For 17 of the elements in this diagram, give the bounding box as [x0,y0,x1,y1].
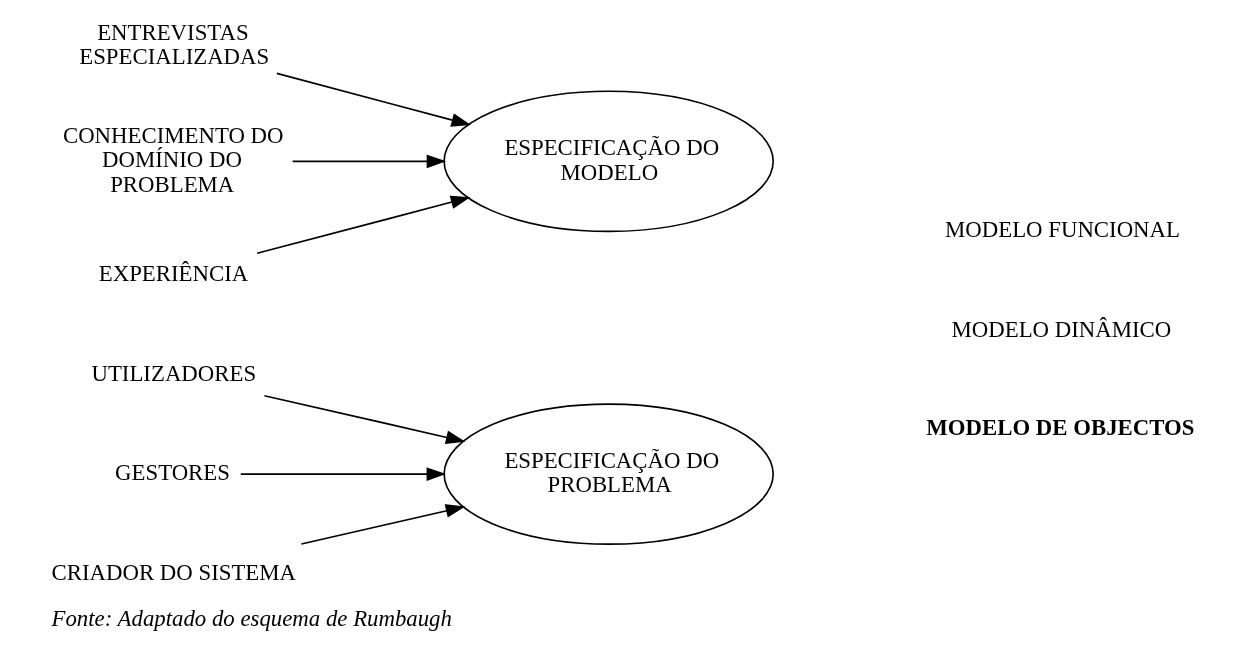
arrow [256,195,471,255]
node-text: CRIADOR DO SISTEMA [51,559,297,585]
label: MODELO DE OBJECTOS [926,414,1195,440]
caption: Fonte: Adaptado do esquema de Rumbaugh [51,605,452,631]
node-ellipse: ESPECIFICAÇÃO DO MODELO [443,90,774,233]
arrow [239,467,447,481]
node-text: CONHECIMENTO DO DOMÍNIO DO PROBLEMA [62,122,284,197]
arrow [276,72,471,127]
node-text: ENTREVISTAS ESPECIALIZADAS [79,19,270,69]
node-text: UTILIZADORES [91,360,257,386]
node-text: GESTORES [115,460,230,486]
arrow [291,154,447,169]
node-text: EXPERIÊNCIA [98,261,249,287]
label: MODELO FUNCIONAL [945,217,1180,243]
arrow [300,504,466,545]
arrow [263,394,466,444]
label: MODELO DINÂMICO [951,316,1172,342]
